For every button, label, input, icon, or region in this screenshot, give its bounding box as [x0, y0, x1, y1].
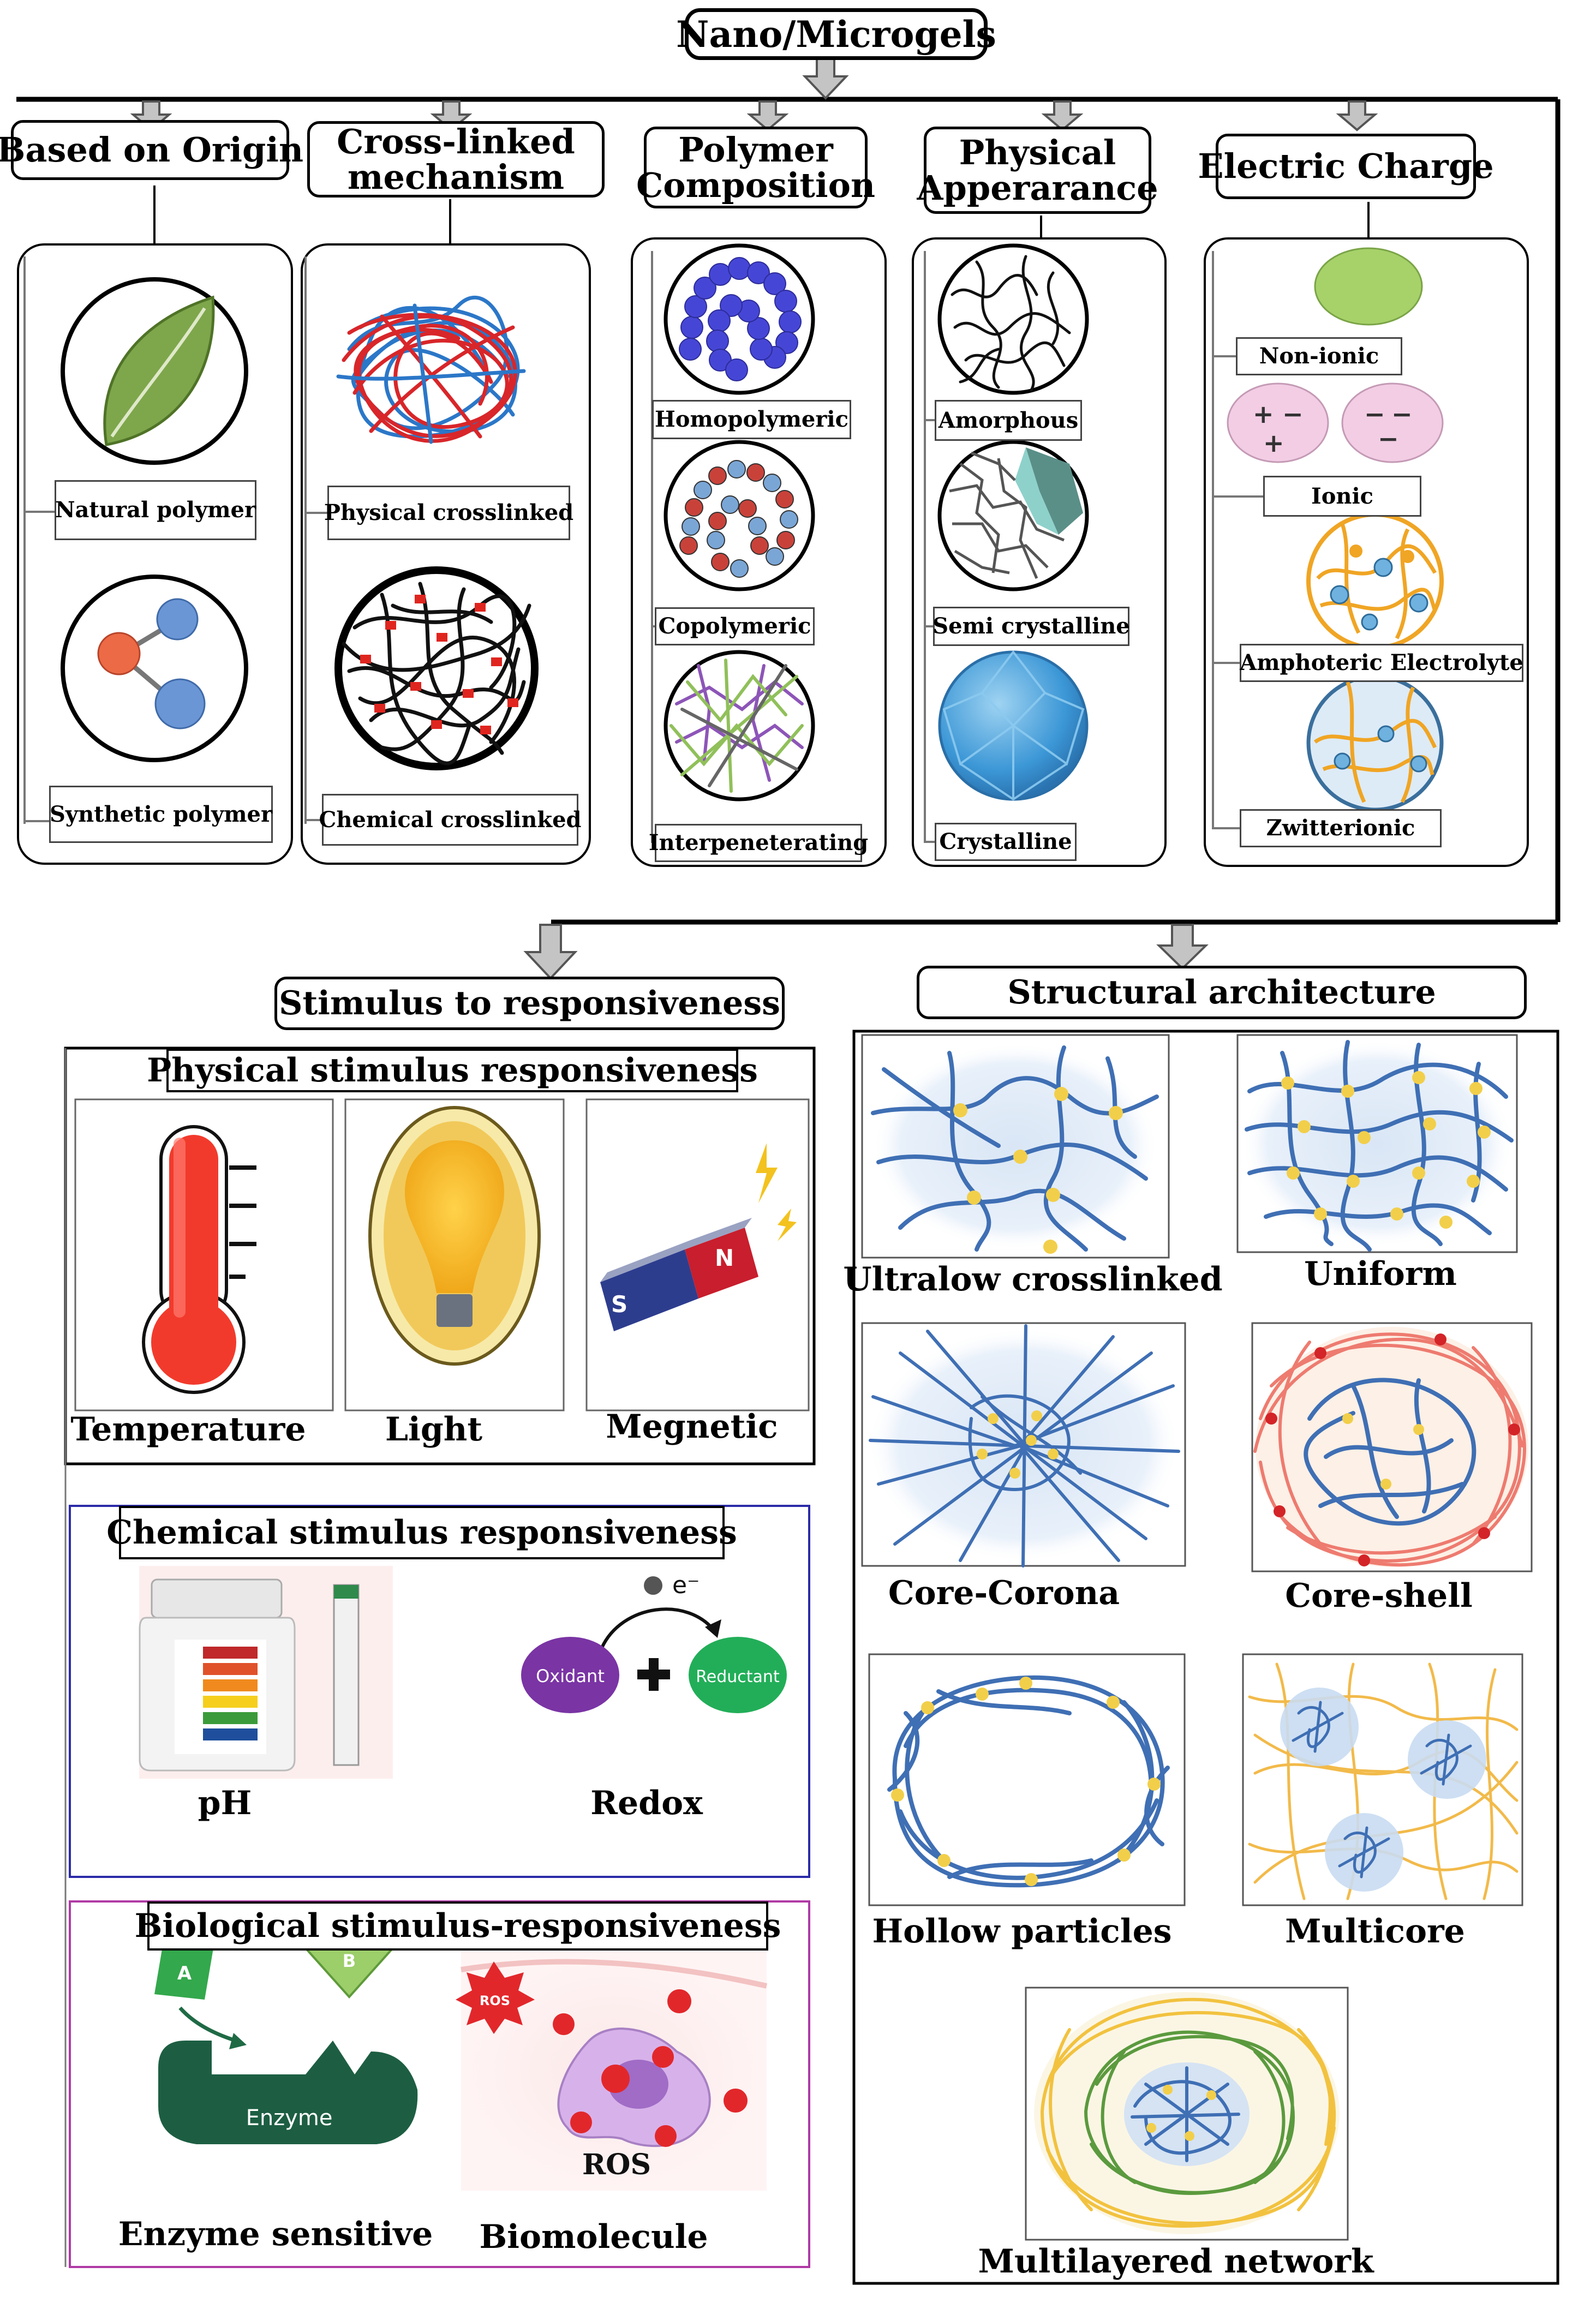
svg-text:S: S [611, 1291, 627, 1318]
physical-tiles [74, 1098, 810, 1411]
caption-ultralow-crosslinked: Ultralow crosslinked [843, 1260, 1223, 1299]
label-synthetic-polymer: Synthetic polymer [49, 786, 273, 843]
copolymer-icon [663, 440, 815, 591]
header-composition: Polymer Composition [636, 127, 875, 208]
caption-core-corona: Core-Corona [888, 1574, 1120, 1612]
arch-core-corona-icon [868, 1324, 1180, 1568]
molecule-icon [61, 575, 248, 762]
zwitterionic-particle-icon [1306, 674, 1444, 812]
header-origin: Based on Origin [0, 120, 303, 180]
svg-text:e⁻: e⁻ [672, 1571, 700, 1599]
arch-hollow-icon [887, 1675, 1170, 1888]
amphoteric-particle-icon [1306, 512, 1444, 650]
arch-multilayered-icon [1034, 1992, 1340, 2234]
ros-cell-icon: ROS ROS [456, 1951, 768, 2191]
stimulus-frames [64, 1046, 816, 2268]
svg-text:−: − [1391, 399, 1413, 429]
label-copolymeric: Copolymeric [655, 607, 815, 645]
top-connectors [16, 97, 1561, 925]
panel-appearance [912, 216, 1167, 867]
label-semi-crystalline: Semi crystalline [933, 607, 1130, 646]
caption-uniform: Uniform [1304, 1255, 1457, 1293]
thermometer-icon [142, 1125, 256, 1394]
title-chemical-stimulus: Chemical stimulus responsiveness [106, 1506, 737, 1559]
panel-crosslink [301, 199, 591, 865]
svg-text:−: − [1282, 399, 1304, 429]
label-crystalline: Crystalline [935, 823, 1077, 861]
arch-core-shell-icon [1253, 1327, 1528, 1567]
svg-text:Oxidant: Oxidant [536, 1666, 605, 1686]
caption-ph: pH [198, 1784, 252, 1822]
caption-light: Light [385, 1410, 483, 1449]
header-appearance: Physical Apperarance [917, 127, 1158, 214]
caption-biomolecule: Biomolecule [479, 2218, 708, 2256]
chemical-crosslink-icon [334, 566, 539, 770]
svg-text:Reductant: Reductant [696, 1667, 780, 1686]
panel-origin [17, 186, 293, 865]
label-homopolymeric: Homopolymeric [652, 400, 851, 439]
structure-frame [852, 1030, 1559, 2285]
svg-text:A: A [177, 1963, 192, 1984]
crystalline-icon [938, 650, 1089, 801]
svg-text:Enzyme: Enzyme [246, 2105, 333, 2131]
semi-crystalline-icon [937, 440, 1089, 591]
interpenetrating-icon [663, 650, 815, 801]
arch-uniform-icon [1241, 1040, 1514, 1252]
amorphous-icon [937, 243, 1089, 395]
label-chemical-crosslinked: Chemical crosslinked [319, 794, 582, 846]
header-charge: Electric Charge [1198, 134, 1494, 199]
leaf-icon [61, 277, 248, 465]
label-physical-crosslinked: Physical crosslinked [324, 486, 573, 540]
panel-charge: +−+ −−− [1204, 202, 1529, 867]
header-structure: Structural architecture [917, 966, 1527, 1019]
panel-composition [631, 237, 887, 867]
caption-core-shell: Core-shell [1285, 1577, 1473, 1615]
physical-crosslink-icon [336, 295, 526, 444]
main-title: Nano/Microgels [676, 8, 996, 60]
magnet-icon: S N [600, 1143, 797, 1331]
lightbulb-icon [368, 1106, 541, 1366]
title-physical-stimulus: Physical stimulus responsiveness [147, 1049, 758, 1092]
svg-text:ROS: ROS [582, 2148, 651, 2181]
label-zwitterionic: Zwitterionic [1240, 809, 1442, 847]
svg-text:+: + [1253, 399, 1274, 429]
svg-text:N: N [715, 1245, 734, 1271]
arch-multicore-icon [1248, 1662, 1519, 1900]
svg-text:−: − [1378, 424, 1399, 453]
caption-hollow-particles: Hollow particles [872, 1912, 1172, 1951]
header-crosslink: Cross-linked mechanism [307, 121, 605, 198]
neutral-particle-icon [1314, 247, 1423, 326]
svg-text:ROS: ROS [480, 1993, 510, 2008]
ph-jar-icon [139, 1566, 393, 1779]
svg-text:B: B [343, 1951, 356, 1971]
arch-ultralow-icon [871, 1043, 1159, 1254]
ionic-particles-icon: +−+ −−− [1227, 382, 1444, 463]
homopolymer-icon [663, 243, 815, 395]
caption-redox: Redox [590, 1784, 703, 1822]
label-non-ionic: Non-ionic [1236, 337, 1402, 375]
svg-text:−: − [1364, 399, 1385, 429]
caption-multicore: Multicore [1285, 1912, 1465, 1951]
header-stimulus: Stimulus to responsiveness [274, 977, 785, 1030]
gray-arrows [130, 52, 1378, 980]
caption-enzyme-sensitive: Enzyme sensitive [118, 2215, 433, 2253]
caption-magnetic: Megnetic [606, 1408, 778, 1446]
enzyme-icon: A B Enzyme [154, 1940, 418, 2144]
caption-multilayered-network: Multilayered network [978, 2242, 1374, 2281]
svg-text:+: + [1263, 428, 1284, 458]
label-amorphous: Amorphous [935, 400, 1082, 441]
caption-temperature: Temperature [70, 1410, 306, 1449]
label-interpenetrating: Interpeneterating [649, 824, 868, 862]
label-ionic: Ionic [1263, 476, 1421, 517]
label-natural-polymer: Natural polymer [55, 480, 256, 540]
label-amphoteric-electrolyte: Amphoteric Electrolyte [1240, 644, 1523, 682]
title-biological-stimulus: Biological stimulus-responsiveness [135, 1901, 781, 1951]
redox-icon: e⁻ Oxidant Reductant [521, 1571, 787, 1713]
